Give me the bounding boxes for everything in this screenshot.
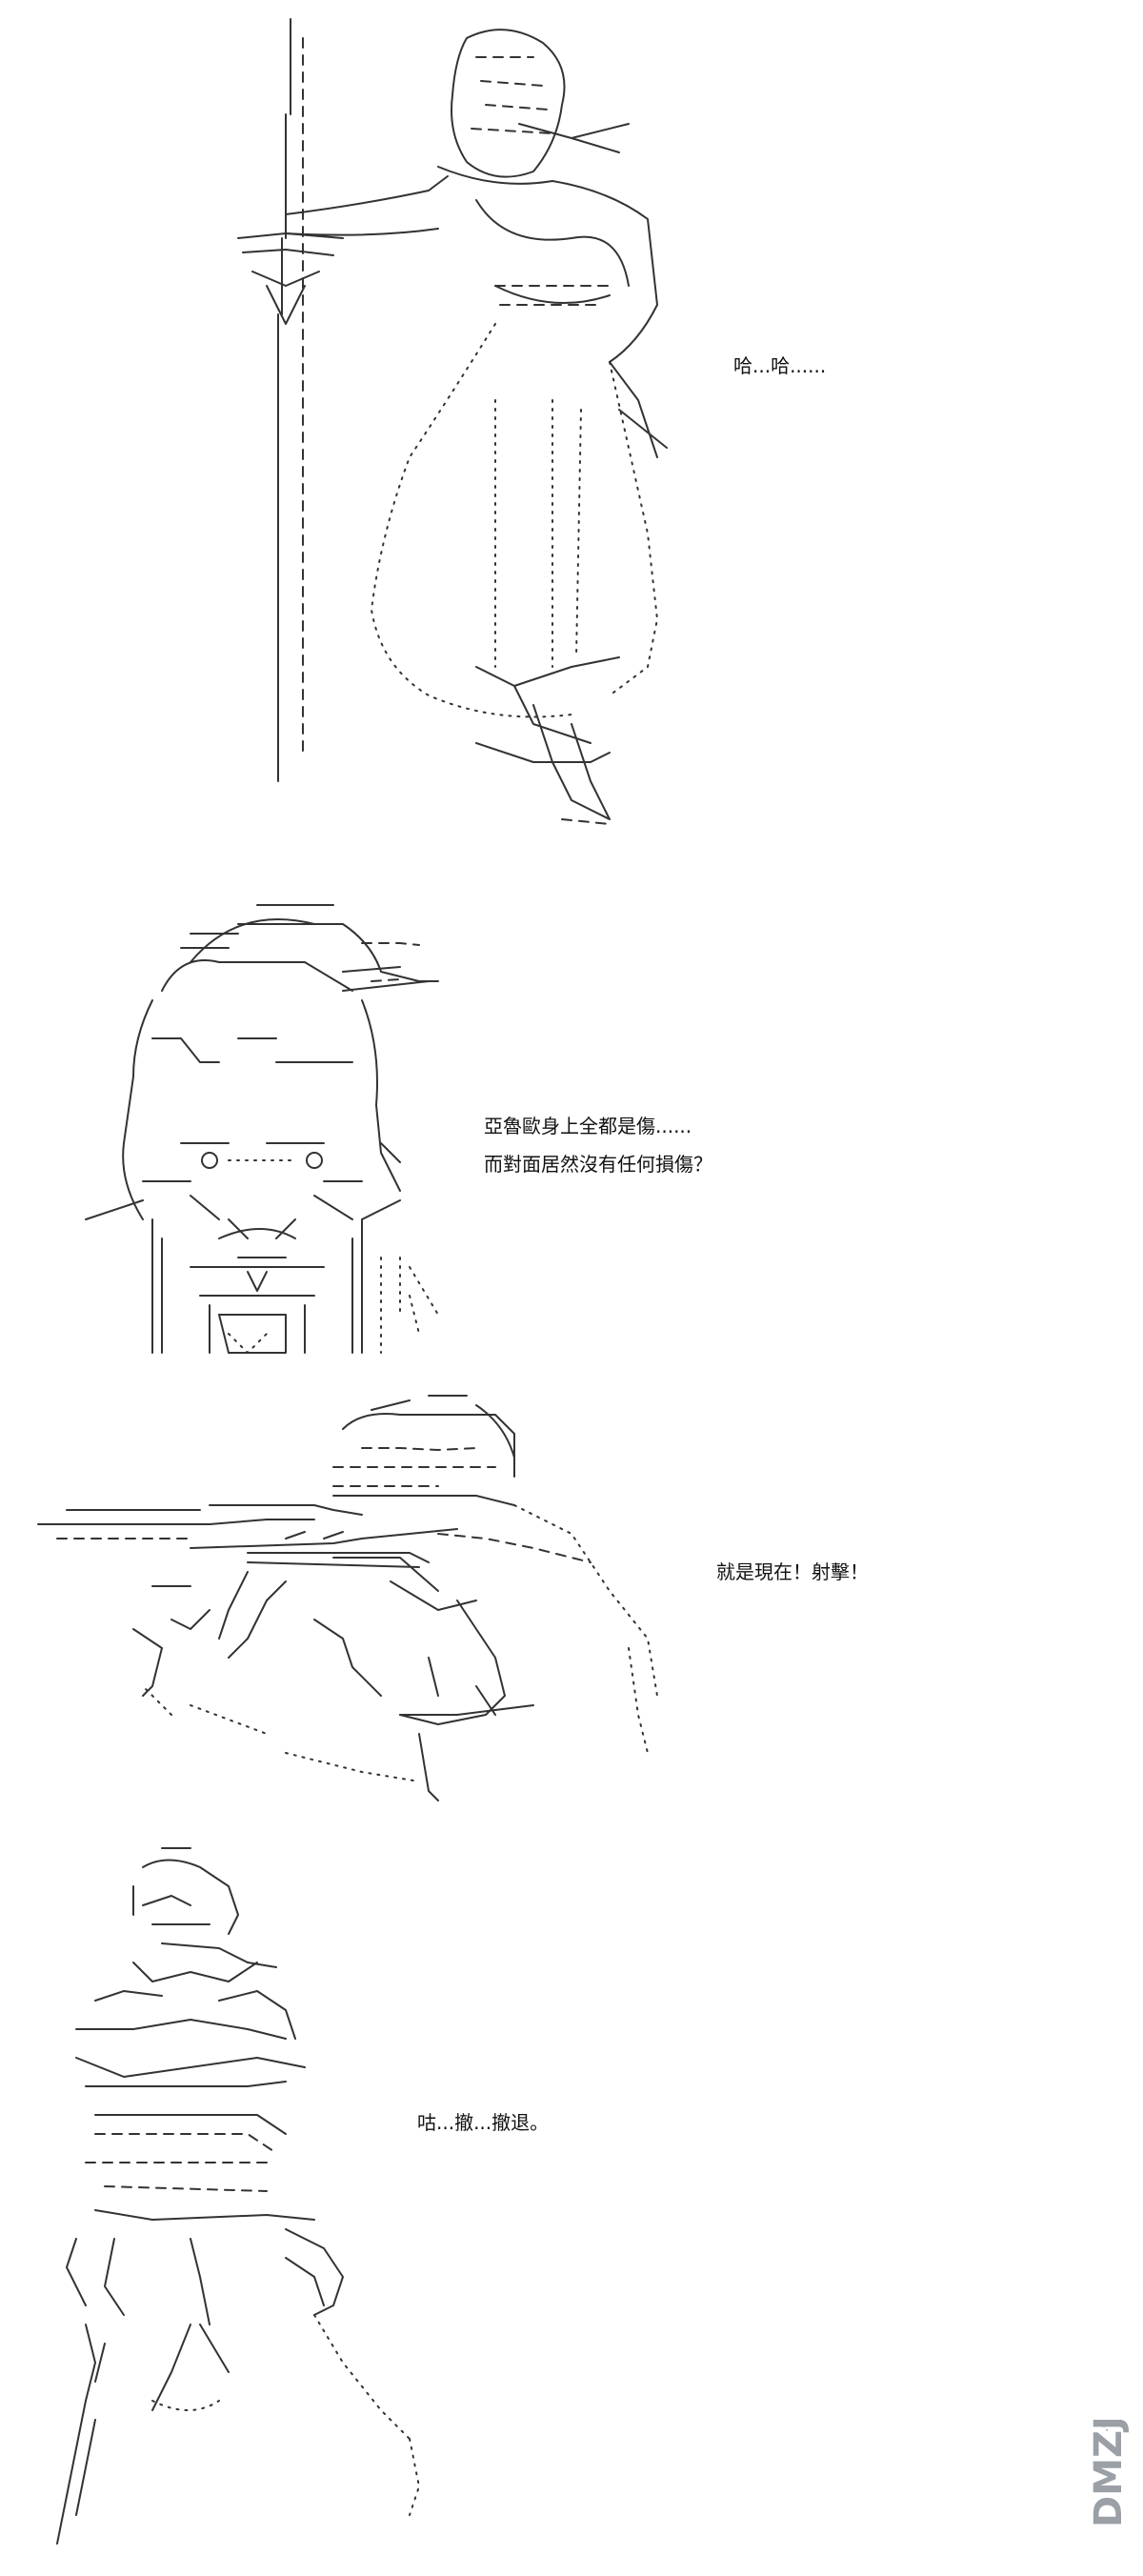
manga-panel-2: 亞魯歐身上全都是傷...... 而對面居然沒有任何損傷？ [0, 857, 1143, 1372]
svg-text:DMZJ: DMZJ [1087, 2420, 1130, 2527]
manga-panel-3: 就是現在！射擊！ [0, 1372, 1143, 1829]
svg-text:.com: .com [1096, 2420, 1112, 2432]
dialogue-line: 就是現在！射擊！ [716, 1560, 869, 1583]
dialogue-line: 哈...哈...... [733, 354, 827, 377]
watermark-logo: DMZJ .com [1086, 2400, 1131, 2553]
ascii-art-retreating-figure [56, 1847, 420, 2545]
manga-panel-4: 咕...撤...撤退。 [0, 1829, 1143, 2576]
dmzj-logo-icon: DMZJ .com [1087, 2400, 1131, 2527]
manga-panel-1: 哈...哈...... [0, 0, 1143, 857]
ascii-art-armored-soldier [85, 904, 439, 1354]
dialogue-line: 亞魯歐身上全都是傷...... [484, 1115, 692, 1137]
dialogue-line: 而對面居然沒有任何損傷？ [484, 1153, 712, 1176]
ascii-art-spear-figure [237, 18, 668, 825]
dialogue-line: 咕...撤...撤退。 [417, 2111, 550, 2134]
ascii-art-rifle-soldier [37, 1395, 658, 1801]
